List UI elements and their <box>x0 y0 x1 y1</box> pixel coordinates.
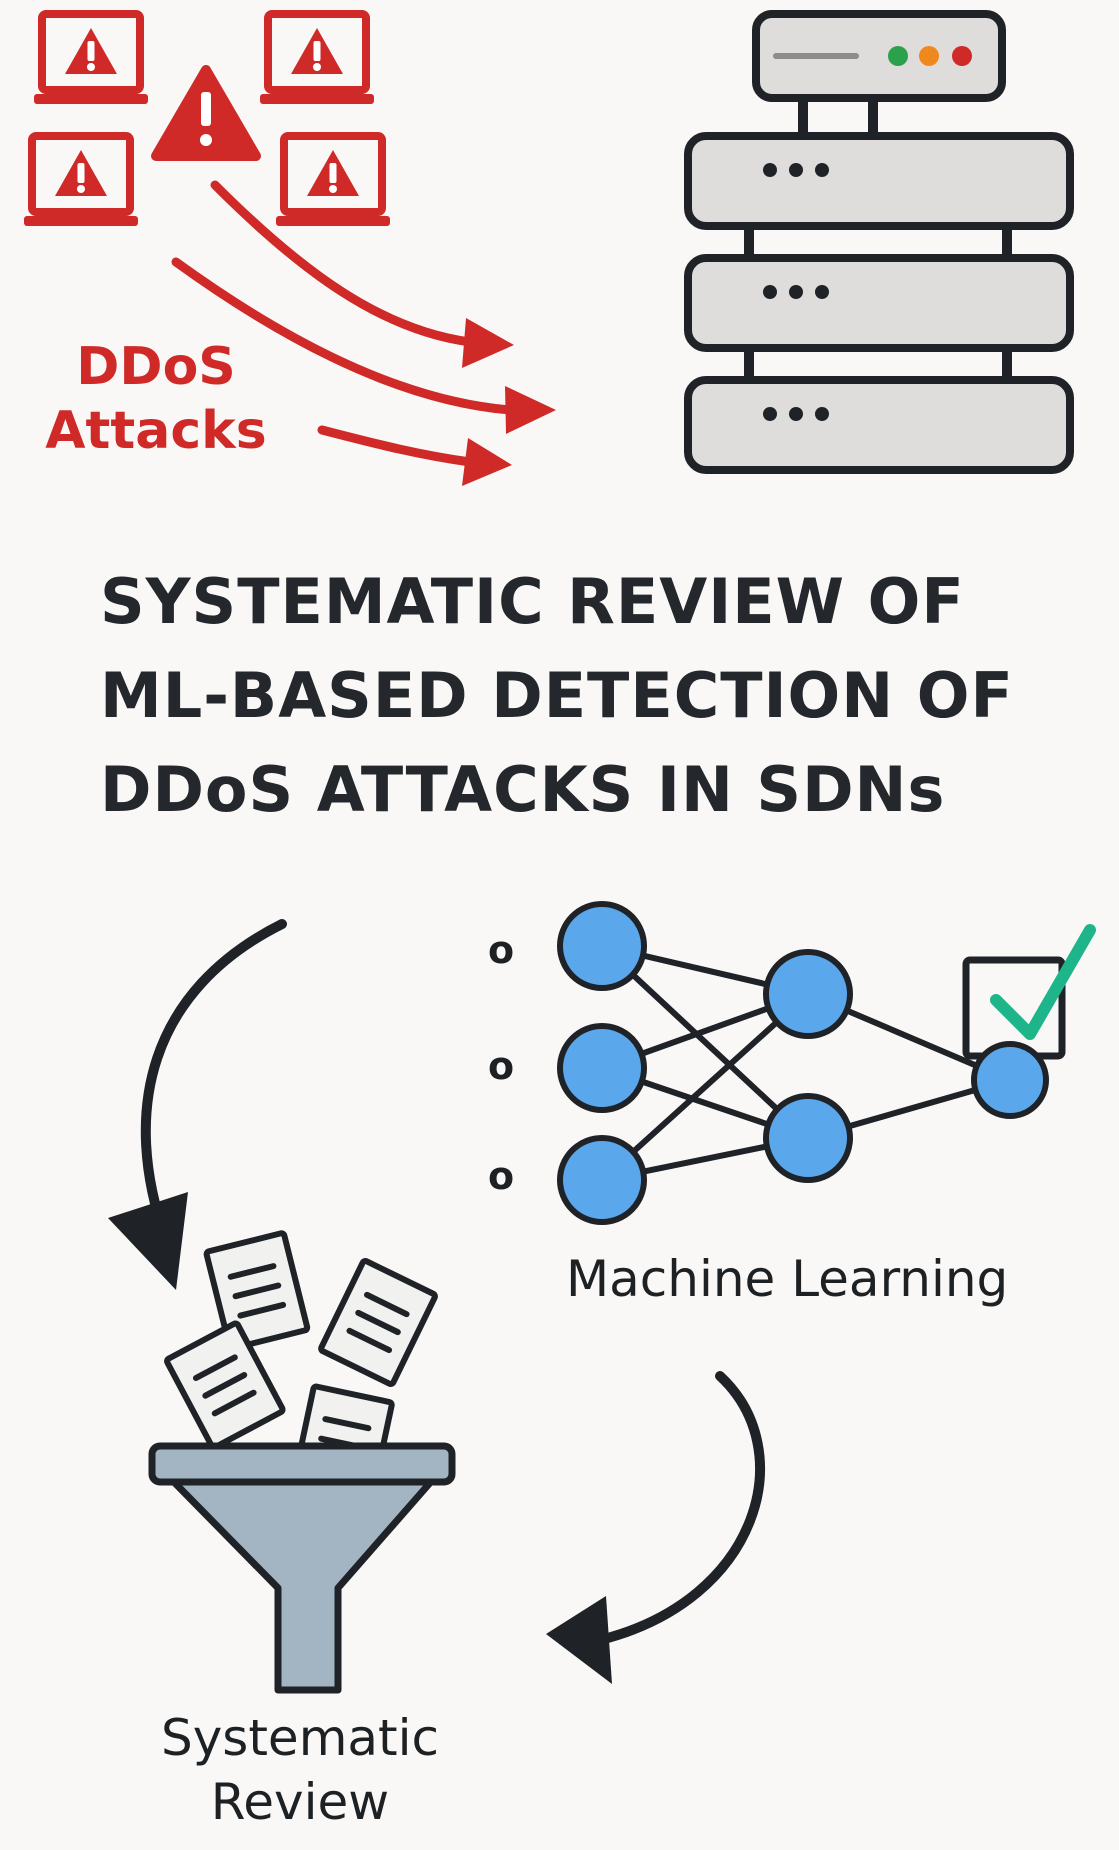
nn-input-node <box>557 1135 647 1225</box>
systematic-review-line1: Systematic <box>160 1709 440 1767</box>
nn-input-node <box>557 901 647 991</box>
attack-arrow <box>210 180 514 368</box>
page-title: SYSTEMATIC REVIEW OF ML-BASED DETECTION … <box>100 555 1110 837</box>
status-light <box>919 46 939 66</box>
nn-hidden-node <box>763 1093 853 1183</box>
nn-input-marker: o <box>488 1154 515 1198</box>
warning-laptop-icon <box>34 14 148 104</box>
funnel-icon <box>148 1442 456 1694</box>
nn-output-node <box>971 1041 1049 1119</box>
ddos-label-line2: Attacks <box>45 401 267 461</box>
nn-input-marker: o <box>488 1044 515 1088</box>
attack-arrow <box>171 257 556 434</box>
systematic-review-label: Systematic Review <box>120 1706 480 1834</box>
nn-input-marker: o <box>488 928 515 972</box>
checkmark-icon <box>990 924 1096 1040</box>
status-light <box>888 46 908 66</box>
status-light <box>952 46 972 66</box>
title-line3: DDoS ATTACKS IN SDNs <box>100 753 946 826</box>
neural-network-icon <box>557 901 1096 1225</box>
nn-input-node <box>557 1023 647 1113</box>
attack-arrow <box>317 425 512 486</box>
server-rack-icon <box>684 10 1074 474</box>
document-icon <box>320 1260 436 1385</box>
warning-laptop-icon <box>260 14 374 104</box>
title-line1: SYSTEMATIC REVIEW OF <box>100 565 965 638</box>
ddos-attacks-label: DDoS Attacks <box>36 335 276 463</box>
ddos-label-line1: DDoS <box>76 337 236 397</box>
flow-arrow <box>108 919 287 1290</box>
flow-arrow <box>546 1371 765 1684</box>
nn-hidden-node <box>763 949 853 1039</box>
warning-laptop-icon <box>24 136 138 226</box>
systematic-review-line2: Review <box>210 1773 390 1831</box>
warning-icon <box>151 65 261 161</box>
warning-laptop-icon <box>276 136 390 226</box>
title-line2: ML-BASED DETECTION OF <box>100 659 1014 732</box>
machine-learning-label: Machine Learning <box>566 1250 1009 1308</box>
